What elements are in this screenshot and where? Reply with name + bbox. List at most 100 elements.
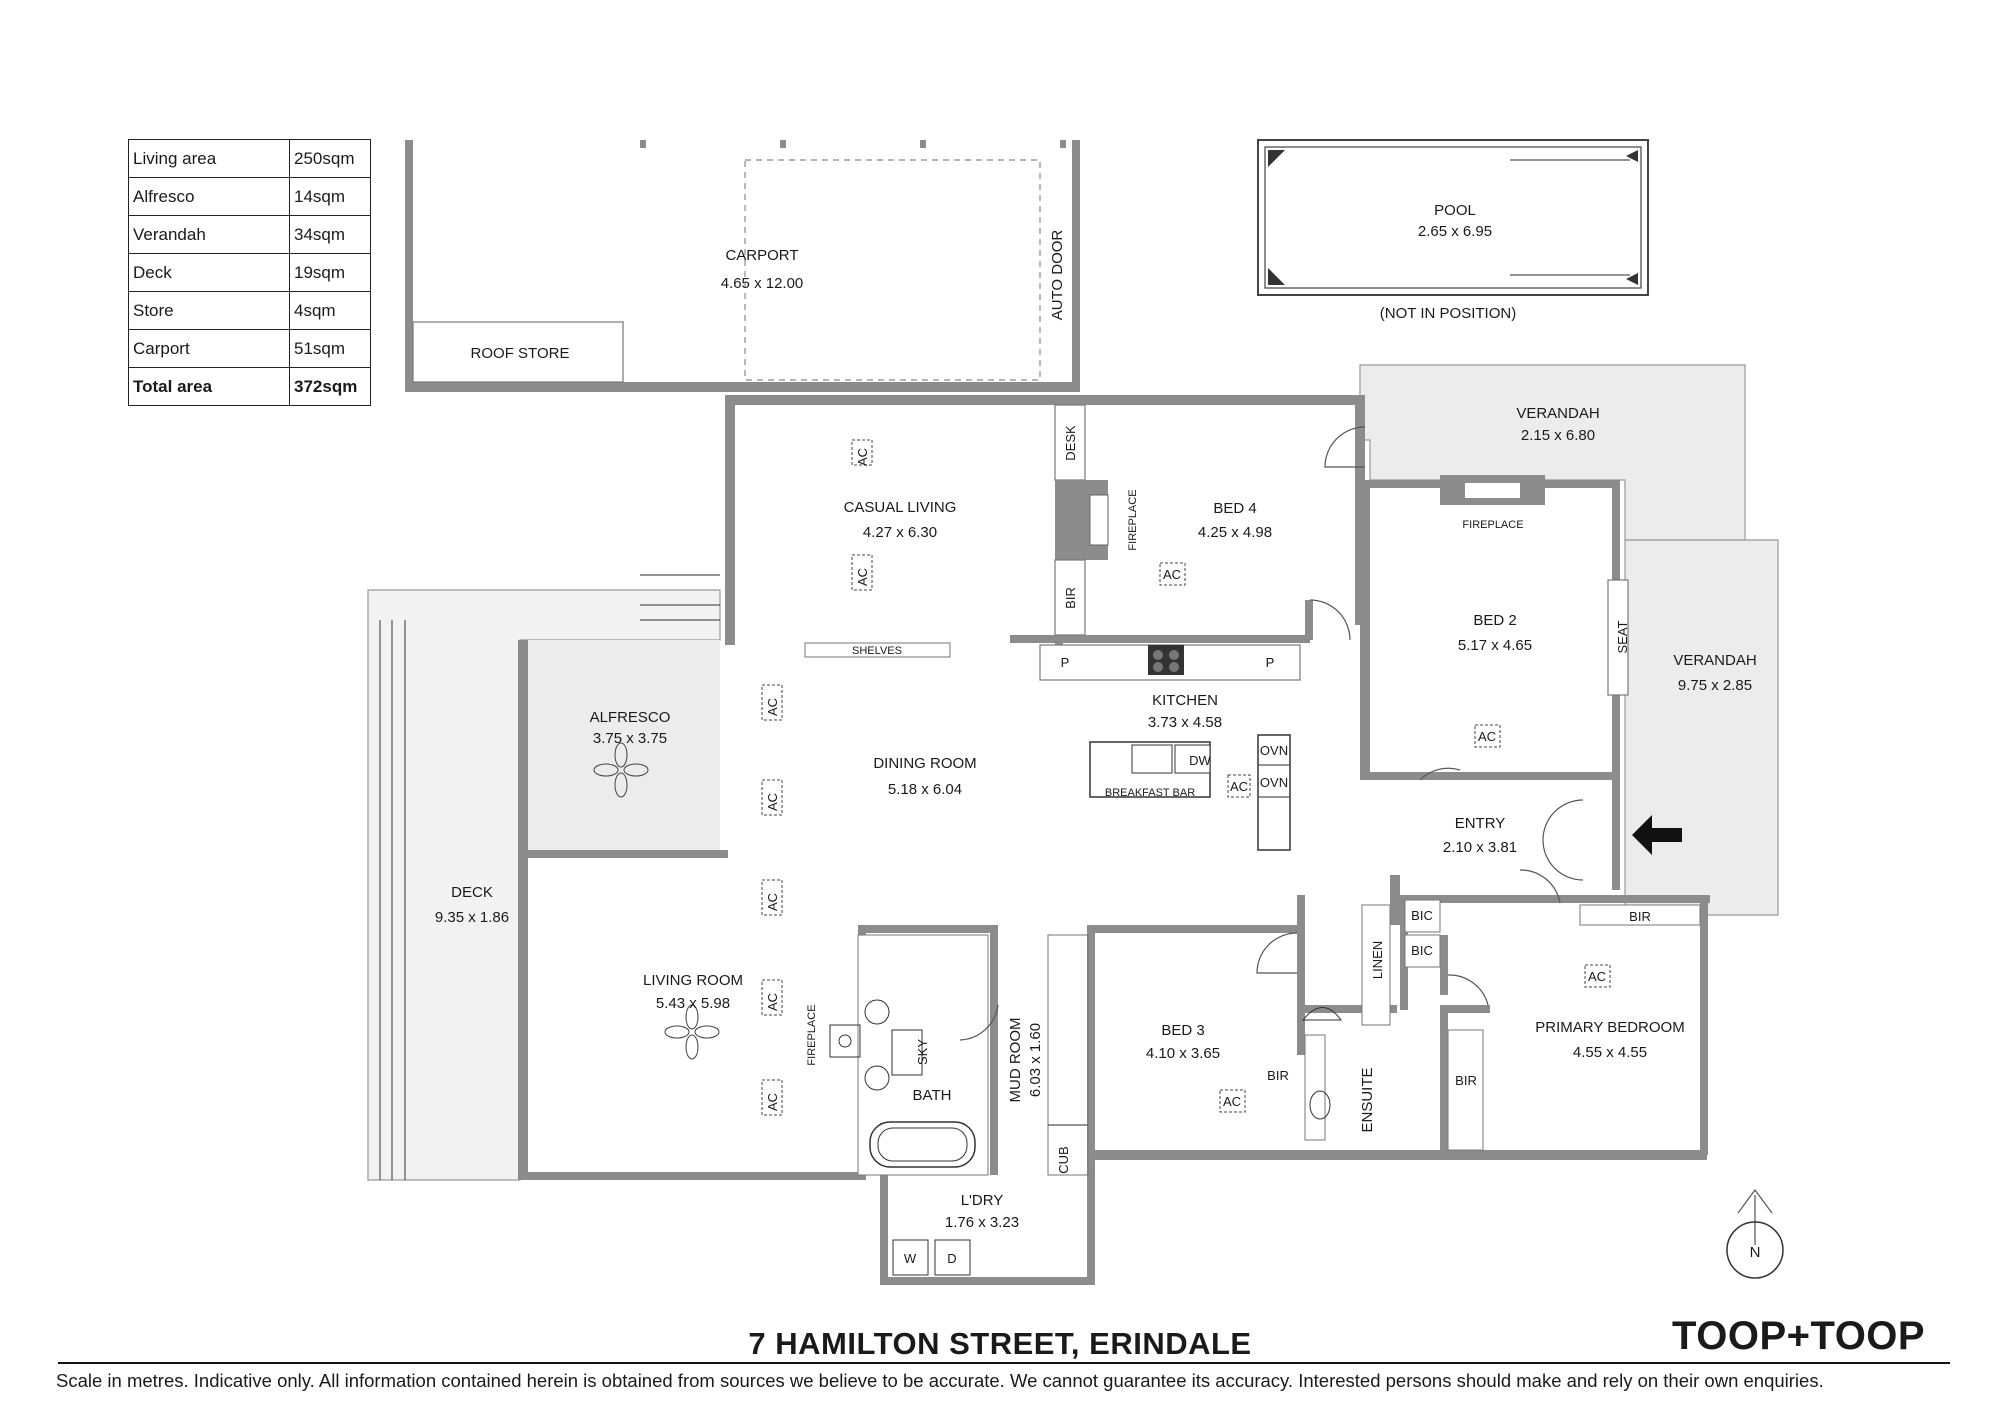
- disclaimer-text: Scale in metres. Indicative only. All in…: [56, 1370, 1824, 1391]
- laundry-name: L'DRY: [961, 1192, 1004, 1209]
- bed3-name: BED 3: [1161, 1022, 1204, 1039]
- area-value: 14sqm: [289, 177, 371, 216]
- pantry-label: P: [1266, 655, 1275, 670]
- ac-label: AC: [765, 993, 780, 1011]
- dw-label: DW: [1189, 753, 1211, 768]
- ac-label: AC: [1588, 969, 1606, 984]
- north-arrow-icon: [1726, 1188, 1784, 1279]
- area-value: 4sqm: [289, 291, 371, 330]
- ac-label: AC: [1163, 567, 1181, 582]
- outdoor-areas: [367, 364, 1779, 1181]
- entry-arrow-icon: [1632, 815, 1682, 855]
- ensuite-name: ENSUITE: [1359, 1067, 1376, 1132]
- verandah-top-name: VERANDAH: [1516, 405, 1599, 422]
- verandah-east-name: VERANDAH: [1673, 652, 1756, 669]
- ac-label: AC: [765, 1093, 780, 1111]
- deck-dims: 9.35 x 1.86: [435, 909, 509, 926]
- ac-label: AC: [765, 698, 780, 716]
- pool: [1257, 139, 1649, 296]
- linen-label: LINEN: [1370, 941, 1385, 979]
- door-swings: [959, 426, 1584, 1041]
- verandah-top-dims: 2.15 x 6.80: [1521, 427, 1595, 444]
- casual-living-name: CASUAL LIVING: [844, 499, 957, 516]
- area-value: 250sqm: [289, 139, 371, 178]
- property-address: 7 HAMILTON STREET, ERINDALE: [748, 1326, 1252, 1361]
- area-value: 19sqm: [289, 253, 371, 292]
- alfresco-name: ALFRESCO: [590, 709, 671, 726]
- oven-label: OVN: [1260, 743, 1288, 758]
- casual-living-dims: 4.27 x 6.30: [863, 524, 937, 541]
- carport: [405, 140, 1080, 392]
- pantry-label: P: [1061, 655, 1070, 670]
- bir-label: BIR: [1455, 1073, 1477, 1088]
- seat-label: SEAT: [1615, 620, 1630, 653]
- area-label: Carport: [128, 329, 290, 368]
- living-name: LIVING ROOM: [643, 972, 743, 989]
- interior-details: [804, 404, 1701, 1276]
- verandah-top-area: [1359, 364, 1746, 541]
- area-label: Deck: [128, 253, 290, 292]
- area-label: Living area: [128, 139, 290, 178]
- fixture-labels: AC AC AC AC AC AC AC AC AC AC AC AC DESK…: [765, 425, 1760, 1266]
- dining-dims: 5.18 x 6.04: [888, 781, 962, 798]
- laundry-dims: 1.76 x 3.23: [945, 1214, 1019, 1231]
- cub-label: CUB: [1056, 1146, 1071, 1173]
- bic-label: BIC: [1411, 943, 1433, 958]
- ac-units: [761, 439, 1611, 1116]
- living-dims: 5.43 x 5.98: [656, 995, 730, 1012]
- ac-label: AC: [855, 448, 870, 466]
- bath-name: BATH: [913, 1087, 952, 1104]
- brand-logo: TOOP+TOOP: [1672, 1314, 1926, 1358]
- shelves-label: SHELVES: [852, 645, 902, 657]
- alfresco-area: [520, 640, 720, 855]
- bed4-dims: 4.25 x 4.98: [1198, 524, 1272, 541]
- room-labels: CARPORT 4.65 x 12.00 ROOF STORE AUTO DOO…: [435, 202, 1757, 1231]
- ac-label: AC: [1478, 729, 1496, 744]
- north-label: N: [1750, 1244, 1761, 1261]
- mud-room-dims: 6.03 x 1.60: [1027, 1023, 1044, 1097]
- area-value: 34sqm: [289, 215, 371, 254]
- fireplace-label: FIREPLACE: [1127, 489, 1139, 550]
- ac-label: AC: [855, 568, 870, 586]
- pool-dims: 2.65 x 6.95: [1418, 223, 1492, 240]
- oven-label: OVN: [1260, 775, 1288, 790]
- ac-label: AC: [1230, 779, 1248, 794]
- ac-label: AC: [1223, 1094, 1241, 1109]
- dining-name: DINING ROOM: [873, 755, 976, 772]
- deck-name: DECK: [451, 884, 493, 901]
- area-value: 51sqm: [289, 329, 371, 368]
- ceiling-fan-icon: [593, 742, 649, 798]
- entry-name: ENTRY: [1455, 815, 1506, 832]
- bir-label: BIR: [1629, 909, 1651, 924]
- bic-label: BIC: [1411, 908, 1433, 923]
- alfresco-dims: 3.75 x 3.75: [593, 730, 667, 747]
- carport-dims: 4.65 x 12.00: [721, 275, 804, 292]
- verandah-east-area: [1624, 539, 1779, 916]
- breakfast-bar-label: BREAKFAST BAR: [1105, 787, 1195, 799]
- bed4-name: BED 4: [1213, 500, 1256, 517]
- area-total-label: Total area: [128, 367, 290, 406]
- desk-label: DESK: [1063, 425, 1078, 461]
- roof-store-label: ROOF STORE: [471, 345, 570, 362]
- bed2-name: BED 2: [1473, 612, 1516, 629]
- carport-name: CARPORT: [725, 247, 798, 264]
- ac-label: AC: [765, 793, 780, 811]
- mud-room-name: MUD ROOM: [1007, 1018, 1024, 1103]
- entry-dims: 2.10 x 3.81: [1443, 839, 1517, 856]
- bir-label: BIR: [1267, 1068, 1289, 1083]
- primary-dims: 4.55 x 4.55: [1573, 1044, 1647, 1061]
- pool-name: POOL: [1434, 202, 1476, 219]
- kitchen-dims: 3.73 x 4.58: [1148, 714, 1222, 731]
- kitchen-name: KITCHEN: [1152, 692, 1218, 709]
- fireplace-label: FIREPLACE: [1462, 519, 1523, 531]
- pool-note: (NOT IN POSITION): [1380, 305, 1516, 322]
- auto-door-label: AUTO DOOR: [1049, 230, 1066, 321]
